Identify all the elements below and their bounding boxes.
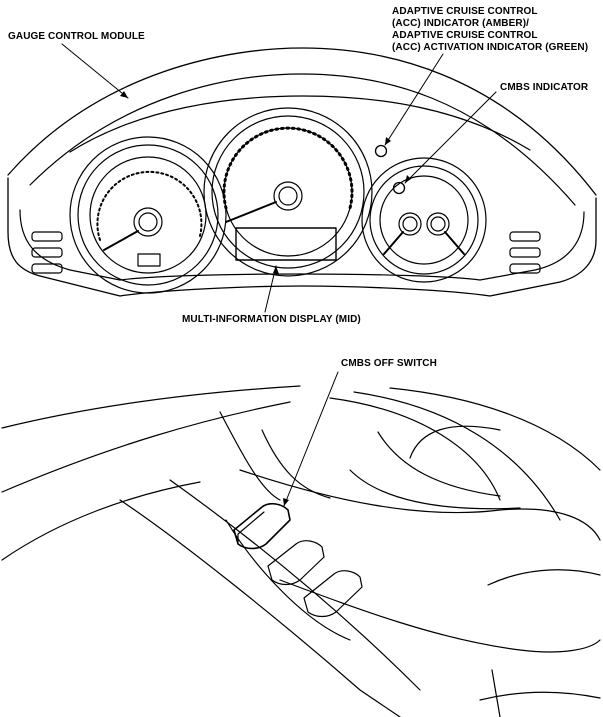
mid-display — [235, 227, 337, 261]
instrument-cluster — [7, 47, 597, 297]
right-gauge — [361, 157, 487, 283]
acc-label-line-1: ADAPTIVE CRUISE CONTROL — [392, 6, 538, 17]
acc-label-line-3: ADAPTIVE CRUISE CONTROL — [392, 30, 538, 41]
acc-indicator-label: ADAPTIVE CRUISE CONTROL (ACC) INDICATOR … — [392, 6, 588, 54]
lower-switch-1 — [267, 540, 325, 586]
acc-indicator-lamp — [374, 144, 388, 158]
cluster-bezel-bottom — [19, 209, 585, 281]
speedometer-gauge — [203, 107, 373, 277]
mid-label: MULTI-INFORMATION DISPLAY (MID) — [182, 314, 361, 325]
cluster-housing — [7, 177, 597, 297]
cluster-hood-inner — [29, 73, 576, 206]
tachometer-gauge — [69, 136, 227, 294]
cmbs-off-switch-label: CMBS OFF SWITCH — [341, 358, 437, 369]
cmbs-off-switch — [233, 502, 291, 550]
switch-leader — [283, 371, 339, 507]
cluster-hood-outer — [7, 47, 597, 196]
left-vent — [31, 231, 63, 274]
gauge-control-module-label: GAUGE CONTROL MODULE — [8, 31, 145, 42]
switch-panel-scene — [1, 385, 601, 717]
cmbs-indicator-lamp — [392, 181, 406, 195]
right-vent — [509, 231, 541, 274]
lower-switch-2 — [303, 570, 363, 618]
top-leaders — [61, 43, 497, 313]
acc-label-line-2: (ACC) INDICATOR (AMBER)/ — [392, 18, 530, 29]
acc-label-line-4: (ACC) ACTIVATION INDICATOR (GREEN) — [392, 42, 589, 53]
cmbs-indicator-label: CMBS INDICATOR — [500, 82, 589, 93]
cluster-hood-rim — [69, 95, 531, 153]
